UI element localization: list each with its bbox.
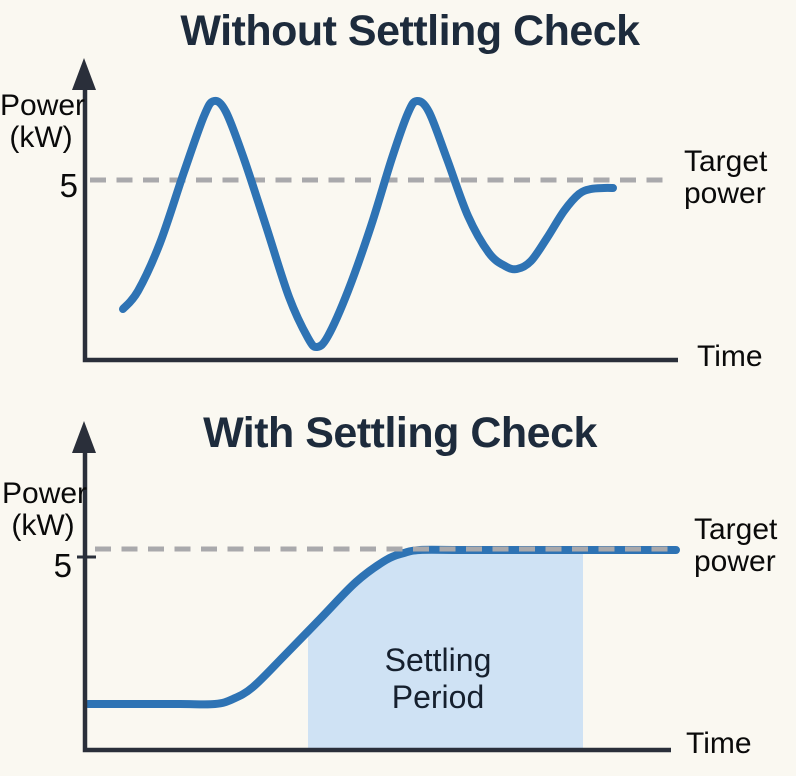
target-power-label: Targetpower xyxy=(694,514,777,578)
settling-period-annotation: SettlingPeriod xyxy=(330,642,546,716)
target-power-label-line1: Target xyxy=(694,513,777,546)
y-axis-label-line2: (kW) xyxy=(11,509,74,542)
y-axis-label: Power(kW) xyxy=(2,478,84,542)
x-axis-label-time: Time xyxy=(686,728,752,760)
settling-period-line2: Period xyxy=(392,679,485,715)
chart-title-with: With Settling Check xyxy=(8,410,792,456)
settling-period-line1: Settling xyxy=(385,642,492,678)
y-tick-5: 5 xyxy=(32,550,72,582)
y-axis-label-line1: Power xyxy=(2,477,87,510)
target-power-label-line2: power xyxy=(694,545,776,578)
